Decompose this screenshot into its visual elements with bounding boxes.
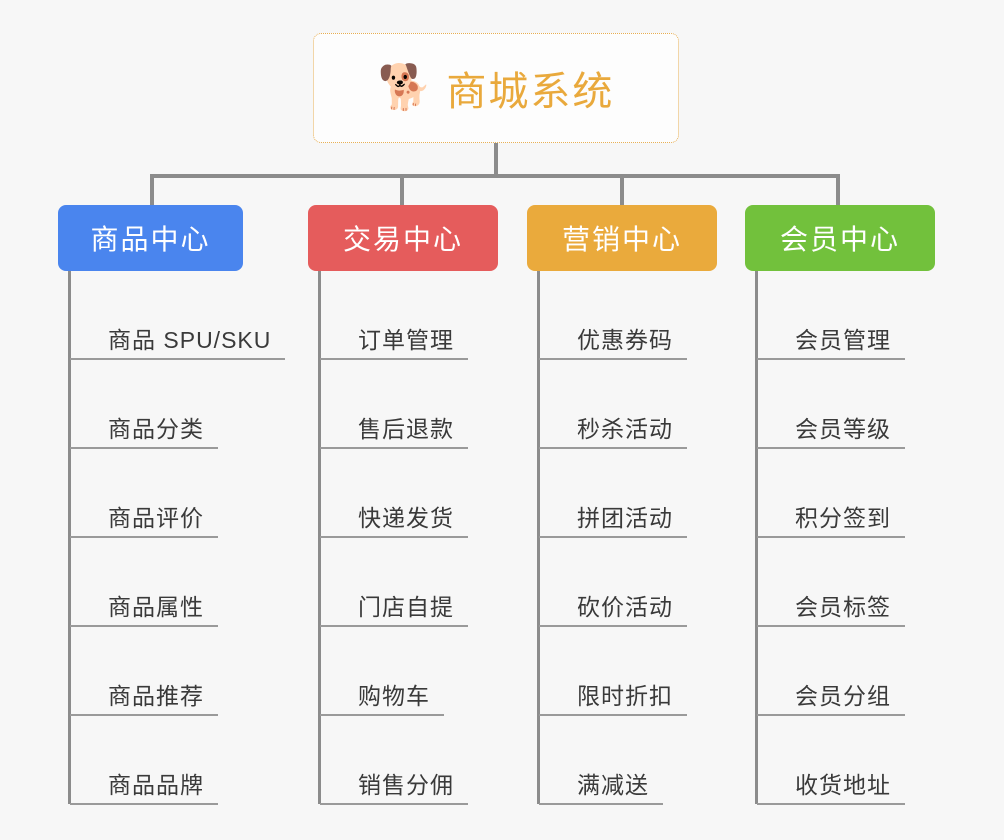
- list-item[interactable]: 会员分组: [757, 627, 975, 717]
- list-item-label: 快递发货: [358, 504, 454, 531]
- root-node[interactable]: 🐕 商城系统: [313, 33, 679, 143]
- list-item[interactable]: 积分签到: [757, 449, 975, 539]
- connector-root-stem: [494, 143, 498, 176]
- list-item-label: 会员等级: [795, 415, 891, 442]
- list-item[interactable]: 商品 SPU/SKU: [69, 271, 288, 361]
- list-item-label: 会员标签: [795, 593, 891, 620]
- list-item[interactable]: 购物车: [320, 627, 538, 717]
- list-item-label: 拼团活动: [577, 504, 673, 531]
- branch-product-center: 商品中心 商品 SPU/SKU 商品分类 商品评价 商品属性 商品推荐 商品品牌: [58, 205, 288, 806]
- branch-header-member-center[interactable]: 会员中心: [745, 205, 935, 271]
- list-item-label: 商品属性: [108, 593, 204, 620]
- list-item[interactable]: 商品评价: [70, 449, 288, 539]
- root-title: 商城系统: [446, 70, 615, 114]
- list-item[interactable]: 优惠券码: [539, 271, 757, 361]
- list-item-label: 订单管理: [358, 326, 454, 353]
- list-item[interactable]: 限时折扣: [539, 627, 757, 717]
- list-item-label: 限时折扣: [577, 682, 673, 709]
- branch-trunk-line: [68, 271, 71, 804]
- list-item[interactable]: 销售分佣: [320, 716, 538, 806]
- branch-header-label: 交易中心: [342, 224, 463, 255]
- list-item[interactable]: 秒杀活动: [539, 360, 757, 450]
- list-item-label: 销售分佣: [358, 771, 454, 798]
- connector-drop-3: [620, 174, 624, 210]
- list-item[interactable]: 门店自提: [320, 538, 538, 628]
- list-item[interactable]: 会员标签: [757, 538, 975, 628]
- list-item[interactable]: 商品分类: [70, 360, 288, 450]
- branch-trade-center: 交易中心 订单管理 售后退款 快递发货 门店自提 购物车 销售分佣: [308, 205, 538, 806]
- list-item-label: 砍价活动: [577, 593, 673, 620]
- branch-items-member-center: 会员管理 会员等级 积分签到 会员标签 会员分组 收货地址: [745, 271, 975, 806]
- list-item[interactable]: 商品推荐: [70, 627, 288, 717]
- list-item-label: 会员管理: [795, 326, 891, 353]
- branch-items-trade-center: 订单管理 售后退款 快递发货 门店自提 购物车 销售分佣: [308, 271, 538, 806]
- branch-items-product-center: 商品 SPU/SKU 商品分类 商品评价 商品属性 商品推荐 商品品牌: [58, 271, 288, 806]
- list-item-label: 优惠券码: [577, 326, 673, 353]
- list-item-label: 商品评价: [108, 504, 204, 531]
- list-item[interactable]: 商品品牌: [70, 716, 288, 806]
- list-item[interactable]: 会员管理: [757, 271, 975, 361]
- list-item[interactable]: 售后退款: [320, 360, 538, 450]
- list-item-label: 商品推荐: [108, 682, 204, 709]
- list-item-label: 商品分类: [108, 415, 204, 442]
- list-item[interactable]: 满减送: [539, 716, 757, 806]
- branch-member-center: 会员中心 会员管理 会员等级 积分签到 会员标签 会员分组 收货地址: [745, 205, 975, 806]
- shiba-dog-face-icon: 🐕: [377, 62, 433, 113]
- branch-header-label: 营销中心: [561, 224, 682, 255]
- connector-drop-1: [150, 174, 154, 210]
- connector-drop-4: [836, 174, 840, 210]
- list-item-label: 收货地址: [795, 771, 891, 798]
- list-item[interactable]: 收货地址: [757, 716, 975, 806]
- list-item-label: 商品品牌: [108, 771, 204, 798]
- branch-header-marketing-center[interactable]: 营销中心: [527, 205, 717, 271]
- branch-trunk-line: [537, 271, 540, 804]
- list-item-label: 门店自提: [358, 593, 454, 620]
- list-item[interactable]: 快递发货: [320, 449, 538, 539]
- branch-marketing-center: 营销中心 优惠券码 秒杀活动 拼团活动 砍价活动 限时折扣 满减送: [527, 205, 757, 806]
- list-item[interactable]: 会员等级: [757, 360, 975, 450]
- list-item-label: 满减送: [577, 771, 649, 798]
- branch-items-marketing-center: 优惠券码 秒杀活动 拼团活动 砍价活动 限时折扣 满减送: [527, 271, 757, 806]
- branch-header-label: 商品中心: [90, 224, 211, 255]
- connector-horizontal-bus: [150, 174, 840, 178]
- list-item[interactable]: 商品属性: [70, 538, 288, 628]
- branch-trunk-line: [318, 271, 321, 804]
- list-item-label: 商品 SPU/SKU: [108, 326, 272, 353]
- connector-drop-2: [400, 174, 404, 210]
- list-item[interactable]: 订单管理: [320, 271, 538, 361]
- list-item-label: 购物车: [358, 682, 430, 709]
- list-item-label: 会员分组: [795, 682, 891, 709]
- branch-header-label: 会员中心: [779, 224, 900, 255]
- branch-header-trade-center[interactable]: 交易中心: [308, 205, 498, 271]
- list-item-label: 秒杀活动: [577, 415, 673, 442]
- list-item-label: 售后退款: [358, 415, 454, 442]
- list-item[interactable]: 砍价活动: [539, 538, 757, 628]
- branch-trunk-line: [755, 271, 758, 804]
- list-item[interactable]: 拼团活动: [539, 449, 757, 539]
- branch-header-product-center[interactable]: 商品中心: [58, 205, 243, 271]
- list-item-label: 积分签到: [795, 504, 891, 531]
